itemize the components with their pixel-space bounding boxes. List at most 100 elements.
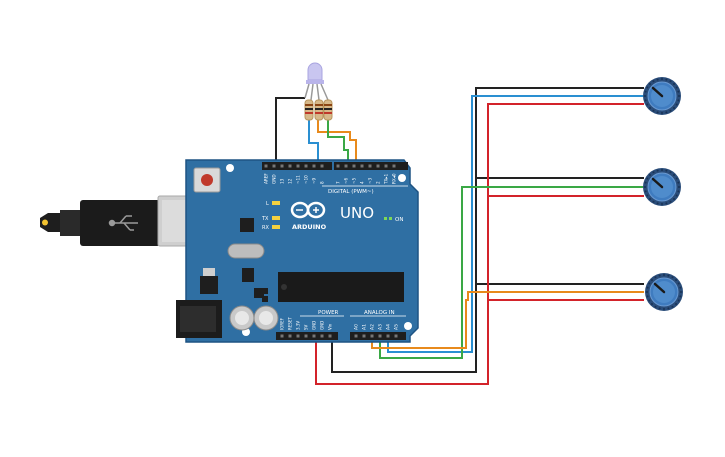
pin-label: 5V (304, 324, 309, 330)
pin-label: 12 (288, 178, 293, 184)
pin-hole[interactable] (312, 164, 316, 168)
pin-hole[interactable] (304, 334, 308, 338)
wire-resistor-pin9[interactable] (308, 118, 319, 166)
pin-hole[interactable] (344, 164, 348, 168)
wires (275, 87, 644, 385)
pin-label: TX▸1 (384, 173, 389, 185)
capacitor (229, 305, 255, 331)
pin-hole[interactable] (280, 334, 284, 338)
pin-hole[interactable] (394, 334, 398, 338)
pin-label: ~10 (304, 175, 309, 184)
digital-header[interactable] (262, 162, 408, 170)
wire-led-gnd[interactable] (275, 97, 305, 166)
pin-hole[interactable] (336, 164, 340, 168)
wire-pot3-a0[interactable] (371, 291, 644, 349)
pin-label: 7 (336, 181, 341, 184)
potentiometer-3[interactable] (645, 273, 683, 311)
pin-hole[interactable] (392, 164, 396, 168)
pin-hole[interactable] (352, 164, 356, 168)
pin-hole[interactable] (320, 164, 324, 168)
pin-hole[interactable] (312, 334, 316, 338)
pin-hole[interactable] (384, 164, 388, 168)
infinity-logo-icon (290, 201, 326, 219)
wire-resistor-pin5[interactable] (327, 120, 349, 166)
pin-hole[interactable] (362, 334, 366, 338)
usb-cable[interactable] (40, 195, 209, 247)
pin-hole[interactable] (280, 164, 284, 168)
pin-label: A5 (394, 324, 400, 330)
pin-hole[interactable] (328, 334, 332, 338)
resistor[interactable] (304, 99, 314, 121)
wire-pot2-a1[interactable] (379, 186, 644, 359)
pin-label: IOREF (280, 317, 285, 330)
pin-label: A3 (378, 324, 384, 330)
reset-button[interactable] (193, 167, 221, 193)
pin-hole[interactable] (370, 334, 374, 338)
bottom-pin-holes (280, 334, 398, 338)
pin-label: AREF (264, 173, 269, 184)
board-name: UNO (340, 204, 374, 222)
led-l-label: L (266, 201, 269, 207)
pin-label: GND (272, 174, 277, 184)
small-chip (254, 288, 264, 298)
pin-label: ~11 (296, 175, 301, 184)
wire-5v-bus[interactable] (315, 103, 644, 385)
pin-hole[interactable] (264, 164, 268, 168)
pin-hole[interactable] (296, 164, 300, 168)
led-rx-label: RX (262, 225, 269, 231)
icsp-header (262, 288, 268, 302)
atmega-chip (278, 272, 404, 302)
pin-hole[interactable] (320, 334, 324, 338)
pin-hole[interactable] (272, 164, 276, 168)
knob-indicator (651, 177, 664, 189)
pin-hole[interactable] (354, 334, 358, 338)
voltage-regulator (200, 268, 218, 294)
pin-label: 13 (280, 178, 285, 184)
pin-hole[interactable] (386, 334, 390, 338)
analog-label: ANALOG IN (364, 310, 395, 316)
pin-label: 4 (360, 181, 365, 184)
pin-label: A2 (370, 324, 376, 330)
resistor[interactable] (323, 99, 333, 121)
pin-hole[interactable] (360, 164, 364, 168)
brand-label: ARDUINO (292, 223, 327, 231)
pin-label: A4 (386, 324, 392, 330)
analog-header[interactable] (350, 332, 406, 340)
usb-icon (108, 215, 138, 231)
arduino-board[interactable]: L TX RX ARDUINO UNO ON (176, 159, 419, 343)
crystal-oscillator (227, 243, 265, 259)
status-leds: L TX RX (261, 201, 280, 231)
digital-label: DIGITAL (PWM~) (328, 189, 374, 195)
resistor[interactable] (314, 99, 324, 121)
wire-resistor-pin6[interactable] (317, 120, 357, 166)
wire-gnd-bus[interactable] (331, 87, 644, 373)
wire-pot1-a2[interactable] (387, 95, 644, 353)
usb-chip (240, 218, 254, 232)
pin-hole[interactable] (288, 334, 292, 338)
pin-label: Vin (328, 323, 333, 330)
pin-label: 2 (376, 181, 381, 184)
pin-label: ~5 (352, 177, 357, 184)
pin-hole[interactable] (376, 164, 380, 168)
pin-label: 3.3V (296, 321, 301, 330)
potentiometer-2[interactable] (643, 168, 681, 206)
usb-tip-icon (42, 219, 48, 226)
pin-label: A1 (362, 324, 368, 330)
rgb-led[interactable] (304, 62, 329, 101)
knob-indicator (651, 86, 664, 98)
pin-label: 8 (320, 181, 325, 184)
pin-hole[interactable] (296, 334, 300, 338)
pin-label: ~3 (368, 177, 373, 184)
digital-pin-holes (264, 164, 396, 168)
potentiometer-1[interactable] (643, 77, 681, 115)
pin-hole[interactable] (288, 164, 292, 168)
pin-hole[interactable] (304, 164, 308, 168)
knob-indicator (653, 282, 666, 294)
led-tx-label: TX (261, 216, 269, 222)
pin-hole[interactable] (368, 164, 372, 168)
mounting-hole (398, 174, 406, 182)
pin-hole[interactable] (378, 334, 382, 338)
pin-label: RESET (288, 317, 293, 330)
